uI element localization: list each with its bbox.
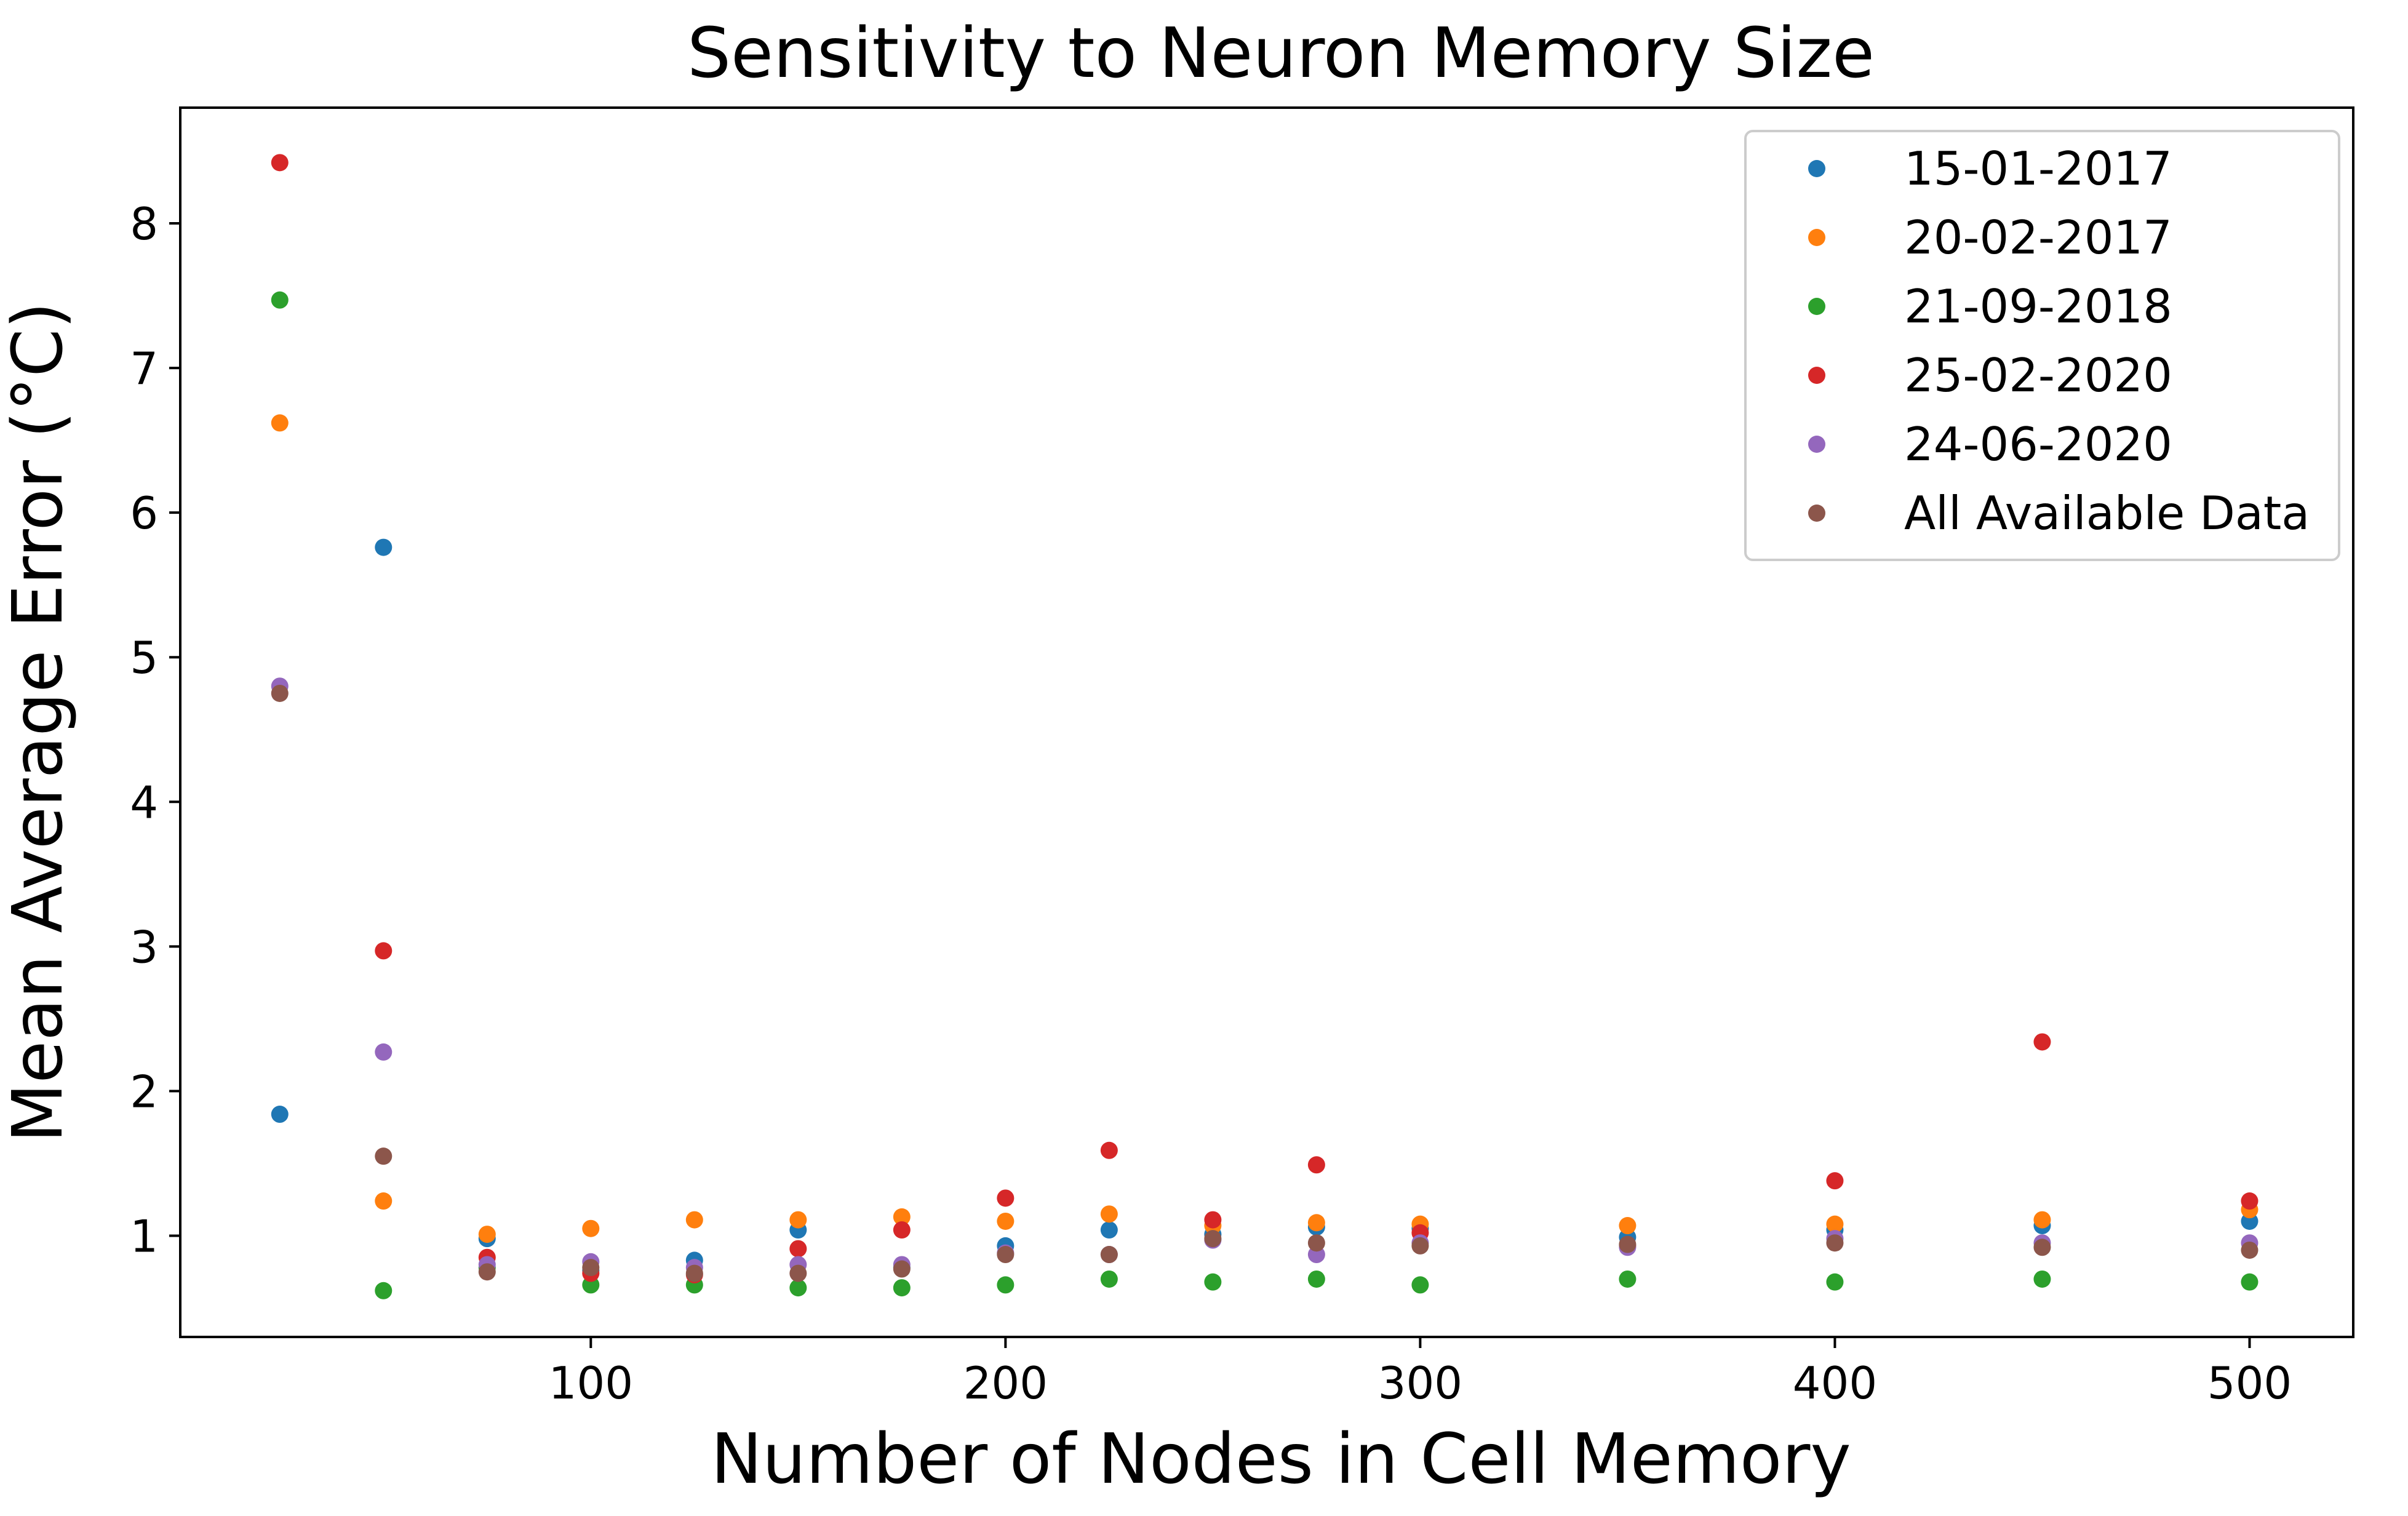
data-point (685, 1211, 703, 1229)
data-point (997, 1246, 1015, 1264)
data-point (271, 154, 289, 172)
data-point (789, 1240, 807, 1258)
data-point (582, 1259, 600, 1277)
data-point (478, 1226, 496, 1243)
data-point (685, 1264, 703, 1282)
data-point (375, 538, 393, 556)
legend-label: 15-01-2017 (1904, 142, 2172, 196)
plot-frame (179, 106, 2354, 1338)
legend-label: 20-02-2017 (1904, 210, 2172, 265)
legend-marker (1808, 436, 1825, 453)
legend: 15-01-2017 20-02-2017 21-09-2018 25-02-2020… (1744, 130, 2340, 561)
data-point (375, 1192, 393, 1210)
data-point (2241, 1192, 2258, 1210)
data-point (375, 942, 393, 960)
x-tick-label: 200 (963, 1357, 1048, 1409)
legend-marker (1808, 505, 1825, 522)
legend-label: 24-06-2020 (1904, 417, 2172, 471)
data-point (1204, 1211, 1222, 1229)
y-axis-ticks: 1 2 3 4 5 6 7 8 (130, 198, 180, 1262)
y-tick-label: 8 (130, 198, 158, 250)
data-point (271, 684, 289, 702)
legend-marker (1808, 160, 1825, 177)
data-point (1307, 1214, 1325, 1232)
y-axis-label: Mean Average Error (°C) (0, 302, 78, 1143)
series-1 (271, 414, 2258, 1243)
data-point (1100, 1221, 1118, 1239)
x-axis-ticks: 100 200 300 400 500 (549, 1337, 2292, 1409)
data-point (893, 1221, 911, 1239)
x-tick-label: 300 (1378, 1357, 1462, 1409)
data-point (375, 1282, 393, 1299)
data-point (1826, 1215, 1844, 1233)
data-point (789, 1279, 807, 1297)
legend-label: 21-09-2018 (1904, 279, 2172, 333)
x-tick-label: 400 (1793, 1357, 1877, 1409)
y-tick-label: 1 (130, 1210, 158, 1262)
y-tick-label: 6 (130, 487, 158, 539)
data-point (2241, 1241, 2258, 1259)
data-point (1100, 1270, 1118, 1288)
data-point (1619, 1235, 1637, 1253)
data-point (271, 1106, 289, 1123)
data-point (582, 1219, 600, 1237)
data-point (1619, 1270, 1637, 1288)
data-point (1307, 1270, 1325, 1288)
data-point (893, 1260, 911, 1278)
data-point (478, 1263, 496, 1281)
series-2 (271, 291, 2258, 1299)
x-tick-label: 100 (549, 1357, 633, 1409)
data-point (375, 1147, 393, 1165)
data-point (1826, 1273, 1844, 1291)
data-point (997, 1276, 1015, 1294)
legend-box (1744, 130, 2340, 561)
legend-items: 15-01-2017 20-02-2017 21-09-2018 25-02-2020… (1808, 142, 2310, 540)
data-point (789, 1264, 807, 1282)
data-point (997, 1212, 1015, 1230)
data-point (893, 1279, 911, 1297)
data-point (1411, 1276, 1429, 1294)
chart-title: Sensitivity to Neuron Memory Size (687, 14, 1875, 94)
legend-marker (1808, 298, 1825, 315)
data-points (271, 154, 2258, 1299)
data-point (271, 414, 289, 432)
y-tick-label: 7 (130, 343, 158, 394)
data-point (375, 1043, 393, 1061)
y-tick-label: 5 (130, 632, 158, 684)
legend-marker (1808, 229, 1825, 246)
data-point (1100, 1141, 1118, 1159)
x-tick-label: 500 (2207, 1357, 2292, 1409)
legend-marker (1808, 367, 1825, 384)
y-tick-label: 2 (130, 1066, 158, 1117)
data-point (1411, 1237, 1429, 1255)
data-point (2033, 1211, 2051, 1229)
data-point (271, 291, 289, 309)
data-point (1100, 1205, 1118, 1223)
data-point (997, 1189, 1015, 1207)
data-point (2033, 1270, 2051, 1288)
data-point (1204, 1273, 1222, 1291)
data-point (1619, 1217, 1637, 1235)
data-point (2033, 1033, 2051, 1051)
data-point (1204, 1230, 1222, 1248)
y-tick-label: 3 (130, 921, 158, 973)
legend-label: 25-02-2020 (1904, 348, 2172, 402)
data-point (1100, 1246, 1118, 1264)
data-point (789, 1211, 807, 1229)
x-axis-label: Number of Nodes in Cell Memory (711, 1419, 1851, 1499)
y-tick-label: 4 (130, 776, 158, 828)
data-point (2241, 1273, 2258, 1291)
series-5 (271, 684, 2258, 1282)
data-point (893, 1208, 911, 1226)
data-point (2033, 1239, 2051, 1256)
data-point (1307, 1234, 1325, 1252)
data-point (1826, 1172, 1844, 1190)
data-point (1307, 1156, 1325, 1174)
legend-label: All Available Data (1904, 486, 2310, 540)
data-point (1826, 1234, 1844, 1252)
